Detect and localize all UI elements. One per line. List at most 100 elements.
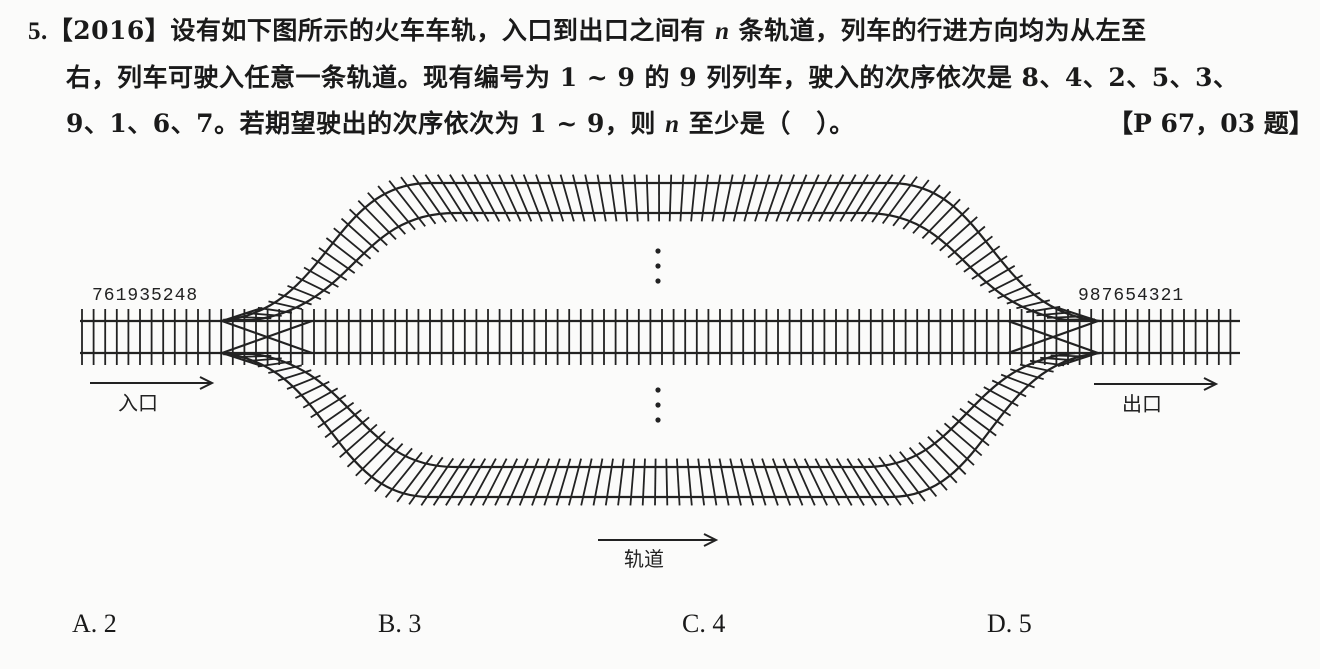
rail-tie (645, 174, 650, 222)
rail-tie (1046, 315, 1083, 319)
upper-loop-rail-outer (219, 181, 1101, 323)
rail-tie (975, 393, 1012, 417)
rail-tie (967, 400, 1004, 427)
question-text-1-tail: 条轨道，列车的行进方向均为从左至 (729, 16, 1147, 45)
rail-tie (918, 441, 958, 484)
rail-tie (518, 458, 540, 506)
rail-tie (796, 174, 820, 222)
rail-tie (287, 284, 322, 301)
rail-tie (494, 458, 519, 506)
rail-tie (828, 174, 857, 222)
rail-tie (988, 274, 1024, 294)
rail-tie (295, 275, 331, 295)
left-junction (221, 306, 313, 368)
rail-tie (850, 174, 882, 222)
rail-tie (708, 458, 718, 506)
rail-tie (718, 458, 730, 506)
option-b-letter: B. (378, 609, 402, 638)
rail-tie (871, 174, 906, 223)
rail-tie (803, 458, 828, 506)
exit-arrow (1094, 377, 1219, 391)
rail-tie (396, 454, 434, 503)
upper-ellipsis (655, 248, 661, 284)
option-c[interactable]: C. 4 (682, 608, 725, 640)
rail-tie (700, 174, 709, 222)
rail-tie (436, 174, 469, 222)
question-number: 5. (28, 18, 48, 45)
rail-tie (764, 174, 783, 222)
rail-tie (408, 456, 444, 505)
rail-tie (930, 207, 970, 245)
rail-tie (793, 458, 816, 506)
rail-tie (633, 174, 639, 222)
rail-tie (246, 357, 282, 362)
lower-loop-rail-outer (219, 351, 1101, 499)
rail-tie (531, 458, 551, 506)
rail-tie (286, 374, 321, 390)
lower-ellipsis (655, 387, 661, 423)
rail-tie (535, 174, 554, 222)
rail-tie (1006, 291, 1041, 305)
rail-tie (641, 458, 646, 506)
option-a-value: 2 (103, 609, 117, 638)
rail-tie (333, 227, 372, 260)
rail-tie (947, 225, 986, 259)
rail-tie (939, 216, 978, 252)
rail-tie (979, 265, 1016, 287)
rail-tie (277, 369, 312, 382)
rail-tie (473, 174, 501, 222)
question-year-tag: 【2016】 (47, 16, 171, 45)
rail-tie (543, 458, 561, 506)
exit-label: 出口 (1122, 392, 1162, 416)
rail-tie (457, 458, 487, 506)
rail-tie (278, 293, 312, 306)
rail-tie (339, 423, 378, 458)
rail-tie (424, 174, 458, 222)
rail-tie (951, 415, 990, 447)
option-a[interactable]: A. 2 (72, 608, 117, 640)
rail-tie (997, 283, 1032, 300)
rail-tie (621, 174, 628, 222)
option-d-letter: D. (987, 609, 1013, 638)
option-d[interactable]: D. 5 (987, 608, 1032, 640)
rail-tie (348, 208, 388, 246)
option-a-letter: A. (72, 609, 98, 638)
rail-tie (814, 458, 841, 506)
rail-tie (935, 429, 975, 466)
rail-tie (668, 174, 673, 222)
option-b[interactable]: B. 3 (378, 608, 421, 640)
rail-tie (346, 430, 386, 468)
rail-tie (400, 176, 437, 225)
entry-arrow (90, 376, 215, 390)
rail-tie (921, 198, 961, 240)
rail-tie (555, 458, 572, 506)
rail-tie (983, 386, 1019, 407)
rail-tie (743, 174, 759, 222)
rail-tie (1029, 359, 1065, 367)
rail-tie (268, 300, 303, 310)
entry-sequence: 761935248 (92, 286, 198, 306)
question-line-1: 5.【2016】设有如下图所示的火车车轨，入口到出口之间有 n 条轨道，列车的行… (28, 16, 1147, 47)
rail-tie (739, 458, 755, 506)
rail-tie (388, 180, 426, 227)
rail-tie (377, 185, 416, 231)
rail-tie (955, 235, 993, 266)
rail-tie (835, 458, 865, 506)
rail-tie (364, 442, 404, 485)
rail-tie (357, 199, 397, 241)
rail-tie (902, 184, 941, 230)
rail-tie (481, 458, 508, 506)
rail-tie (367, 192, 406, 235)
variable-n: n (715, 18, 730, 45)
rail-tie (592, 458, 604, 506)
right-junction (1007, 306, 1099, 368)
rail-tie (235, 354, 272, 358)
rail-tie (506, 458, 529, 506)
variable-n-2: n (665, 111, 680, 138)
rail-tie (1010, 368, 1044, 381)
rail-tie (782, 458, 804, 506)
rail-tie (445, 458, 476, 506)
rail-tie (257, 360, 293, 368)
rail-tie (1040, 356, 1076, 362)
